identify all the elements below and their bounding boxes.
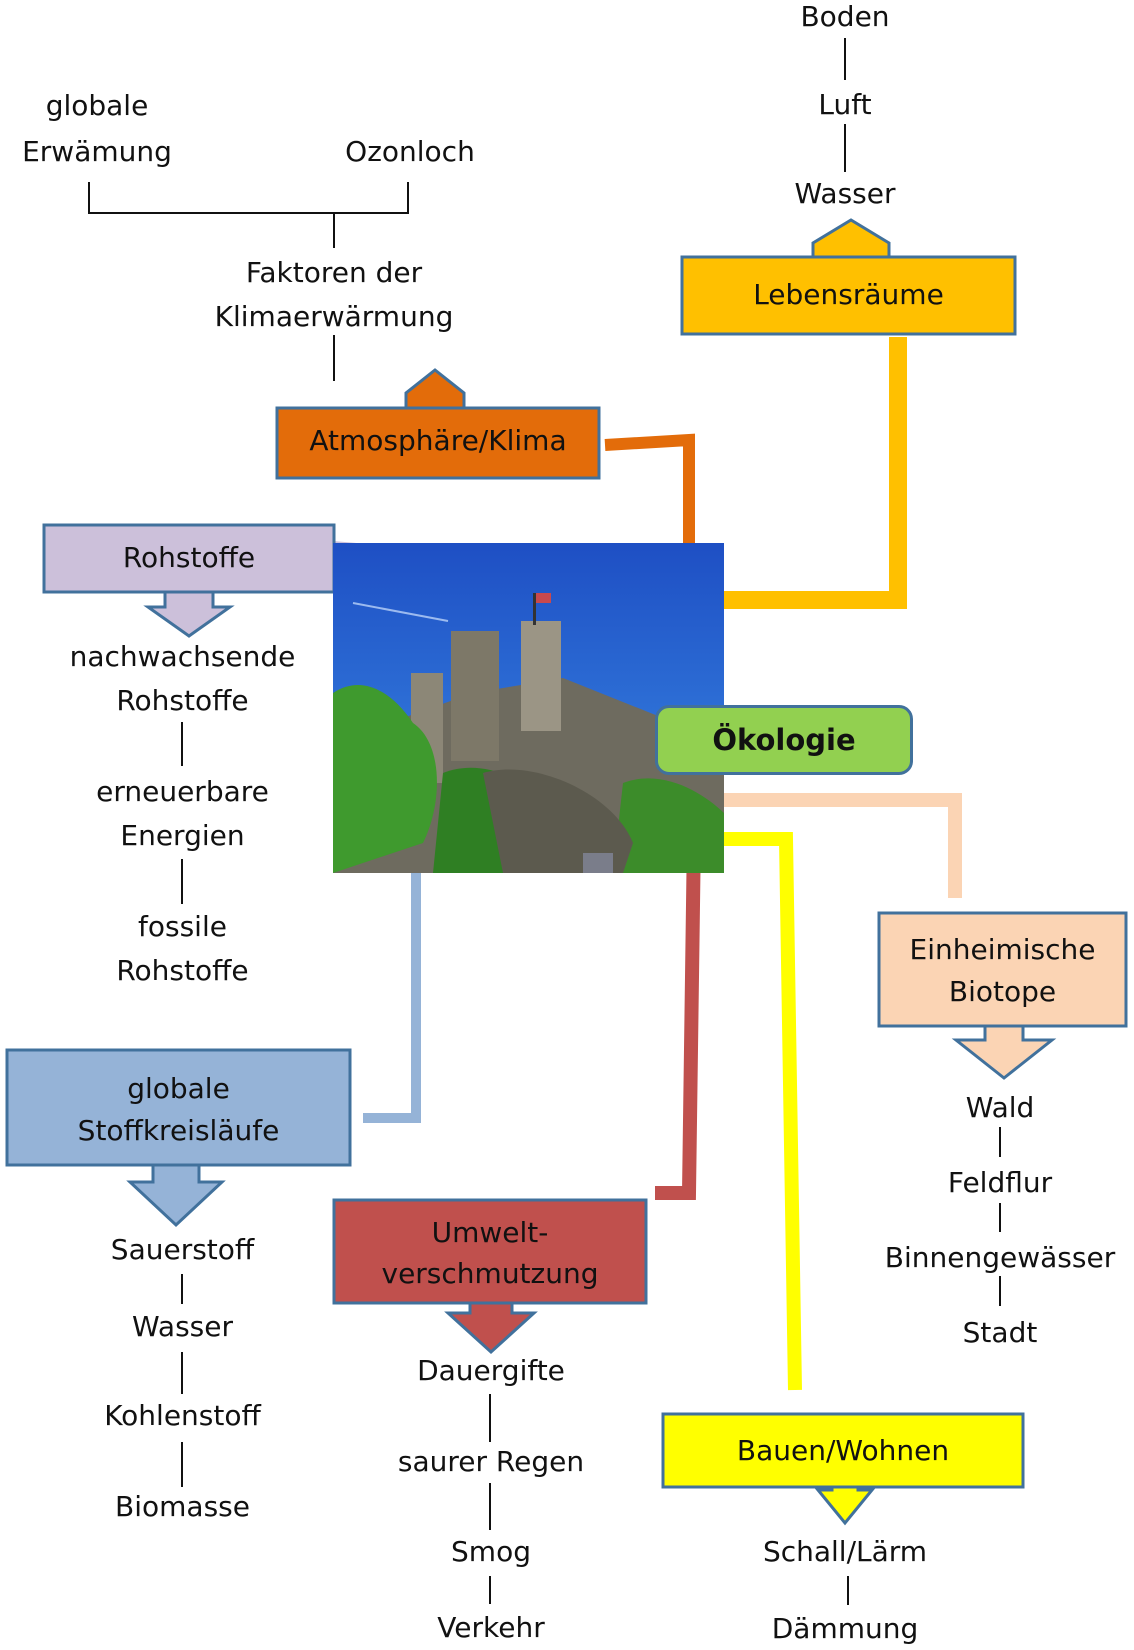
umwelt-item-saurer-regen: saurer Regen xyxy=(397,1445,585,1478)
biotope-box xyxy=(877,911,1128,1028)
bauen-down-arrow xyxy=(814,1485,876,1526)
biotope-item-wald: Wald xyxy=(965,1091,1035,1124)
lebensraeume-up-arrow xyxy=(811,218,891,259)
lebensraeume-box xyxy=(680,255,1017,336)
rohstoffe-item-fossil-l2: Rohstoffe xyxy=(116,954,249,987)
castle-photo xyxy=(333,543,724,873)
bauen-item-schall: Schall/Lärm xyxy=(762,1535,928,1568)
stoffkreislaeufe-item-wasser: Wasser xyxy=(132,1310,233,1343)
rohstoffe-item-fossil-l1: fossile xyxy=(138,910,227,943)
biotope-item-binnengewaesser: Binnengewässer xyxy=(884,1241,1116,1274)
stoffkreislaeufe-down-arrow xyxy=(126,1163,226,1228)
rohstoffe-item-nachwachsend-l1: nachwachsende xyxy=(69,640,296,673)
globale-erwaermung-line2: Erwämung xyxy=(22,135,172,168)
faktoren-line2: Klimaerwärmung xyxy=(214,300,454,333)
connector-atmosphaere xyxy=(604,433,695,577)
umwelt-box-line1: Umwelt- xyxy=(431,1216,549,1249)
globale-erwaermung-line1: globale xyxy=(45,89,149,122)
umwelt-item-smog: Smog xyxy=(451,1535,531,1568)
biotope-item-stadt: Stadt xyxy=(962,1316,1038,1349)
rohstoffe-box-label: Rohstoffe xyxy=(122,541,256,574)
biotope-box-line2: Biotope xyxy=(948,975,1057,1008)
oekologie-label: Ökologie xyxy=(712,723,856,757)
connector-umwelt xyxy=(655,832,701,1200)
bauen-box xyxy=(661,1412,1025,1489)
bauen-item-daemmung: Dämmung xyxy=(771,1612,919,1645)
connector-stoffkreislaeufe xyxy=(363,861,421,1123)
lebensraeume-box-label: Lebensräume xyxy=(753,278,944,311)
connector-bauen xyxy=(716,832,802,1391)
connector-biotope xyxy=(710,793,962,898)
umwelt-box-line2: verschmutzung xyxy=(381,1257,599,1290)
umwelt-down-arrow xyxy=(444,1301,538,1355)
faktoren-line1: Faktoren der xyxy=(245,256,423,289)
oekologie-box: Ökologie xyxy=(655,705,913,775)
rohstoffe-down-arrow xyxy=(143,590,235,638)
atmosphaere-box-label: Atmosphäre/Klima xyxy=(309,424,567,457)
lebensraeume-item-boden: Boden xyxy=(800,0,890,33)
stoffkreislaeufe-box-line1: globale xyxy=(127,1072,230,1105)
stoffkreislaeufe-item-biomasse: Biomasse xyxy=(115,1490,250,1523)
biotope-item-feldflur: Feldflur xyxy=(947,1166,1053,1199)
umwelt-box xyxy=(332,1198,648,1305)
connector-bracket xyxy=(88,182,409,214)
lebensraeume-item-luft: Luft xyxy=(818,88,872,121)
bauen-box-label: Bauen/Wohnen xyxy=(736,1434,950,1467)
biotope-box-line1: Einheimische xyxy=(909,933,1096,966)
stoffkreislaeufe-box-line2: Stoffkreisläufe xyxy=(77,1114,280,1147)
lebensraeume-item-wasser: Wasser xyxy=(794,177,896,210)
ozonloch-label: Ozonloch xyxy=(345,135,475,168)
rohstoffe-item-erneuerbar-l2: Energien xyxy=(120,819,245,852)
rohstoffe-item-erneuerbar-l1: erneuerbare xyxy=(96,775,269,808)
atmosphaere-box xyxy=(275,406,601,480)
stoffkreislaeufe-item-sauerstoff: Sauerstoff xyxy=(110,1233,255,1266)
connector-lebensraeume xyxy=(695,337,907,609)
castle-photo-drawing xyxy=(333,543,724,873)
atmosphaere-up-arrow xyxy=(404,368,466,410)
stoffkreislaeufe-item-kohlenstoff: Kohlenstoff xyxy=(104,1399,261,1432)
umwelt-item-dauergifte: Dauergifte xyxy=(417,1354,565,1387)
stoffkreislaeufe-box xyxy=(5,1048,352,1167)
rohstoffe-item-nachwachsend-l2: Rohstoffe xyxy=(116,684,249,717)
umwelt-item-verkehr: Verkehr xyxy=(437,1611,545,1644)
biotope-down-arrow xyxy=(951,1024,1057,1080)
